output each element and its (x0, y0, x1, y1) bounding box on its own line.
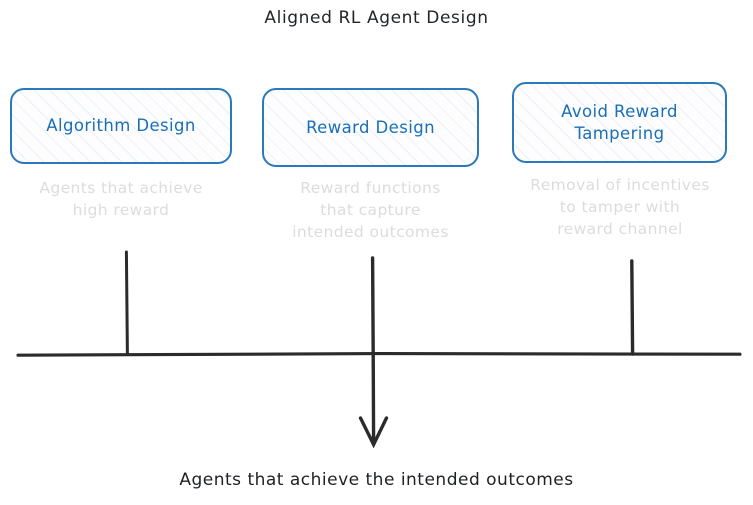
connector-tick-reward-design (370, 256, 375, 356)
outcome-caption: Agents that achieve the intended outcome… (179, 470, 574, 490)
baseline-axis (16, 352, 742, 357)
node-label-avoid-reward-tampering: Avoid Reward Tampering (561, 102, 678, 143)
node-label-reward-design: Reward Design (306, 117, 435, 137)
connector-tick-avoid-reward-tampering (630, 259, 635, 356)
outcome-arrow-head (358, 416, 389, 449)
node-label-algorithm-design: Algorithm Design (46, 116, 196, 136)
node-box-reward-design[interactable]: Reward Design (262, 88, 479, 167)
connector-tick-algorithm-design (124, 250, 129, 356)
node-caption-avoid-reward-tampering: Removal of incentives to tamper with rew… (530, 176, 710, 238)
node-caption-algorithm-design: Agents that achieve high reward (39, 179, 203, 219)
page-title: Aligned RL Agent Design (264, 8, 489, 28)
node-box-avoid-reward-tampering[interactable]: Avoid Reward Tampering (512, 82, 727, 163)
node-box-algorithm-design[interactable]: Algorithm Design (10, 88, 232, 164)
node-caption-reward-design: Reward functions that capture intended o… (292, 179, 449, 241)
